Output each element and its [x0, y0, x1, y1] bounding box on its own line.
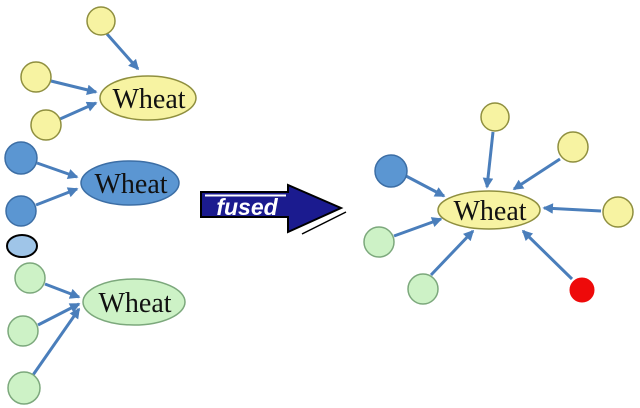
satellite-node-yellow — [20, 61, 52, 93]
satellite-node-yellow — [480, 102, 510, 132]
satellite-node-green — [14, 262, 46, 294]
fused-arrow: fused — [200, 183, 347, 235]
link-arrow — [59, 101, 98, 121]
link-arrow — [50, 79, 98, 95]
fused-arrow-shape — [200, 183, 344, 234]
satellite-node-green — [7, 315, 39, 347]
satellite-node-green — [407, 273, 439, 305]
link-arrow — [429, 229, 475, 277]
satellite-node-blue — [4, 141, 38, 175]
link-arrow — [36, 161, 79, 180]
source-cluster-green: Wheat — [7, 262, 186, 405]
link-arrow — [542, 203, 602, 214]
satellite-node-blue — [5, 195, 37, 227]
wheat-label-merged: Wheat — [453, 196, 526, 227]
link-arrow — [37, 302, 81, 327]
wheat-label-yellow: Wheat — [112, 84, 185, 115]
satellite-node-yellow — [30, 109, 62, 141]
link-arrow — [393, 217, 443, 238]
wheat-ellipse-green — [82, 278, 186, 326]
satellite-node-yellow — [86, 6, 116, 36]
link-arrow — [44, 282, 81, 299]
wheat-ellipse-yellow — [99, 75, 197, 121]
fused-arrow-shadow — [301, 211, 347, 235]
link-arrow — [512, 157, 561, 191]
wheat-ellipse-blue — [80, 160, 180, 206]
link-arrow — [482, 131, 495, 189]
source-cluster-blue: Wheat — [4, 141, 180, 227]
fused-label: fused — [216, 194, 278, 220]
link-arrow — [521, 229, 574, 281]
wheat-label-green: Wheat — [98, 288, 171, 319]
wheat-label-blue: Wheat — [94, 169, 167, 200]
link-arrow — [105, 33, 140, 71]
link-arrow — [405, 174, 446, 198]
source-cluster-yellow: Wheat — [20, 6, 197, 141]
satellite-node-yellow — [602, 196, 634, 228]
link-arrow — [31, 307, 81, 376]
satellite-node-red — [569, 277, 595, 303]
satellite-node-green — [363, 226, 395, 258]
satellite-node-green — [7, 371, 41, 405]
satellite-node-blue — [374, 154, 408, 188]
wheat-ellipse-merged — [437, 190, 541, 230]
satellite-node-yellow — [557, 131, 589, 163]
isolated-node-lightblue — [6, 234, 38, 258]
link-arrow — [35, 187, 79, 207]
merged-cluster: Wheat — [363, 102, 634, 305]
